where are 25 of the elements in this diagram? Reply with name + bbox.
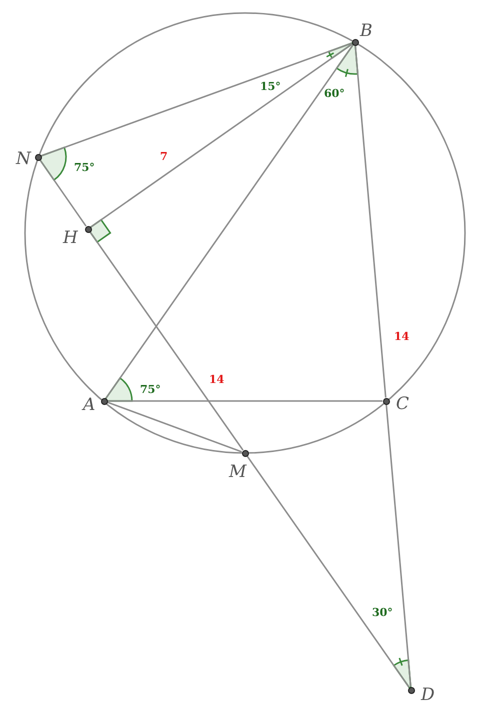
line-segment bbox=[107, 402, 242, 452]
point-label: A bbox=[83, 397, 96, 414]
length-label: 7 bbox=[160, 151, 168, 162]
line-segment bbox=[41, 42, 352, 157]
line-segment bbox=[386, 404, 412, 687]
line-segment bbox=[246, 455, 410, 688]
angle-label: 15° bbox=[260, 81, 281, 92]
angle-label: 30° bbox=[372, 607, 393, 618]
angle-label: 75° bbox=[74, 162, 95, 173]
line-segment bbox=[354, 45, 386, 398]
point-label: D bbox=[421, 687, 435, 704]
line-segment bbox=[108, 400, 382, 402]
angle-label: 75° bbox=[140, 384, 161, 395]
point-label: B bbox=[360, 23, 372, 40]
point-label: N bbox=[16, 151, 31, 168]
line-segment bbox=[89, 231, 244, 451]
point-label: H bbox=[63, 230, 78, 247]
angle-label: 60° bbox=[324, 88, 345, 99]
point-label: M bbox=[229, 464, 246, 481]
length-label: 14 bbox=[394, 331, 410, 342]
line-segment bbox=[39, 159, 87, 227]
point-label: C bbox=[396, 396, 410, 413]
length-label: 14 bbox=[209, 374, 224, 385]
line-segment bbox=[105, 44, 354, 399]
line-segment bbox=[90, 43, 353, 228]
